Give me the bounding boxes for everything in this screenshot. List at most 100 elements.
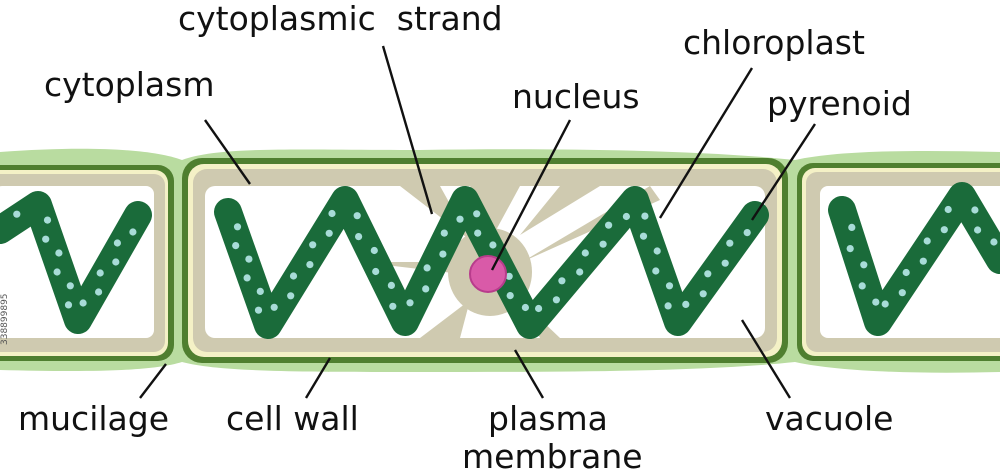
chloroplast-left: [0, 191, 152, 334]
pyrenoid-dot: [506, 292, 514, 300]
pyrenoid-dot: [881, 300, 889, 308]
pyrenoid-dot: [353, 212, 361, 220]
pyrenoid-dot: [289, 272, 298, 280]
label-chloroplast: chloroplast: [683, 23, 865, 62]
leader-nucleus: [490, 119, 572, 271]
pyrenoid-dot: [406, 299, 414, 307]
pyrenoid-dot: [387, 281, 395, 289]
label-plasma-membrane-line2: membrane: [462, 437, 643, 474]
pyrenoid-dot: [665, 282, 674, 290]
pyrenoid-dot: [96, 269, 104, 277]
nucleus-shape: [469, 255, 507, 293]
leader-vacuole: [740, 319, 792, 399]
pyrenoid-dot: [66, 282, 74, 290]
chloroplast-spirals: [0, 182, 1000, 339]
pyrenoid-dot: [944, 205, 952, 214]
pyrenoid-dot: [422, 285, 430, 293]
pyrenoid-dot: [902, 268, 910, 277]
pyrenoid-dot: [872, 298, 880, 306]
pyrenoid-dot: [129, 228, 137, 236]
leader-lines: [139, 45, 817, 399]
pyrenoid-dot: [370, 246, 378, 255]
pyrenoid-dot: [113, 239, 121, 247]
pyrenoid-dot: [232, 242, 240, 250]
pyrenoid-dot: [622, 212, 631, 221]
pyrenoid-dot: [245, 255, 253, 263]
pyrenoid-dot: [653, 247, 661, 255]
label-plasma-membrane-line1: plasma: [488, 399, 608, 438]
leader-chloroplast: [658, 67, 754, 219]
label-cytoplasmic-strand: cytoplasmic strand: [178, 0, 503, 38]
pyrenoid-dot: [923, 237, 931, 245]
pyrenoid-dot: [974, 226, 982, 234]
pyrenoid-dot: [535, 304, 543, 313]
pyrenoid-dot: [521, 303, 530, 312]
leader-plasma-membrane: [513, 349, 545, 399]
pyrenoid-dot: [682, 300, 690, 308]
label-vacuole: vacuole: [765, 399, 894, 438]
pyrenoid-dot: [846, 245, 854, 253]
pyrenoid-dot: [940, 226, 948, 234]
pyrenoid-dot: [505, 272, 513, 280]
label-cytoplasm: cytoplasm: [44, 65, 215, 104]
leader-cytoplasmic-strand: [381, 45, 434, 215]
label-mucilage: mucilage: [18, 399, 170, 438]
pyrenoid-dot: [990, 238, 998, 246]
pyrenoid-dot: [599, 240, 607, 248]
pyrenoid-dot: [423, 264, 431, 272]
pyrenoid-dot: [726, 239, 734, 247]
cell-left: [0, 165, 174, 361]
pyrenoid-dot: [456, 215, 464, 223]
pyrenoid-dot: [704, 270, 712, 278]
pyrenoid-dot: [13, 210, 21, 218]
label-cell-wall: cell wall: [226, 399, 359, 438]
leader-cell-wall: [304, 357, 332, 399]
pyrenoid-dot: [576, 268, 584, 276]
pyrenoid-dot: [971, 206, 979, 214]
pyrenoid-dot: [112, 258, 120, 266]
pyrenoid-dot: [243, 274, 251, 282]
pyrenoid-dot: [53, 268, 61, 276]
pyrenoid-dot: [233, 223, 242, 231]
label-nucleus: nucleus: [512, 77, 640, 116]
pyrenoid-dot: [558, 277, 566, 285]
pyrenoid-dot: [489, 241, 497, 249]
pyrenoid-dot: [860, 261, 868, 269]
pyrenoid-dot: [721, 259, 729, 267]
pyrenoid-dot: [256, 287, 264, 295]
pyrenoid-dot: [699, 290, 707, 298]
pyrenoid-dot: [372, 267, 380, 276]
pyrenoid-dot: [858, 282, 866, 290]
pyrenoid-dots: [13, 205, 998, 314]
pyrenoid-dot: [43, 216, 52, 224]
pyrenoid-dot: [328, 209, 336, 218]
pyrenoid-dot: [664, 302, 672, 310]
chloroplast-right: [828, 182, 1000, 336]
pyrenoid-dot: [355, 233, 363, 241]
pyrenoid-dot: [440, 229, 448, 237]
pyrenoid-dot: [270, 303, 278, 311]
pyrenoid-dot: [325, 229, 333, 237]
label-pyrenoid: pyrenoid: [767, 84, 912, 123]
pyrenoid-dot: [898, 289, 906, 297]
leader-cytoplasm: [204, 119, 251, 185]
pyrenoid-dot: [79, 299, 87, 307]
pyrenoid-dot: [64, 301, 73, 309]
pyrenoid-dot: [605, 221, 613, 229]
pyrenoid-dot: [848, 223, 856, 231]
pyrenoid-dot: [474, 229, 482, 237]
pyrenoid-dot: [309, 241, 317, 249]
leader-mucilage: [139, 363, 167, 399]
pyrenoid-dot: [641, 212, 649, 220]
pyrenoid-dot: [652, 267, 660, 275]
pyrenoid-dot: [55, 249, 63, 257]
pyrenoid-dot: [473, 210, 481, 218]
pyrenoid-dot: [919, 257, 927, 265]
pyrenoid-dot: [639, 232, 648, 240]
pyrenoid-dot: [552, 296, 561, 304]
pyrenoid-dot: [389, 302, 397, 310]
pyrenoid-dot: [439, 250, 447, 258]
pyrenoid-dot: [254, 306, 263, 314]
pyrenoid-dot: [581, 249, 589, 257]
